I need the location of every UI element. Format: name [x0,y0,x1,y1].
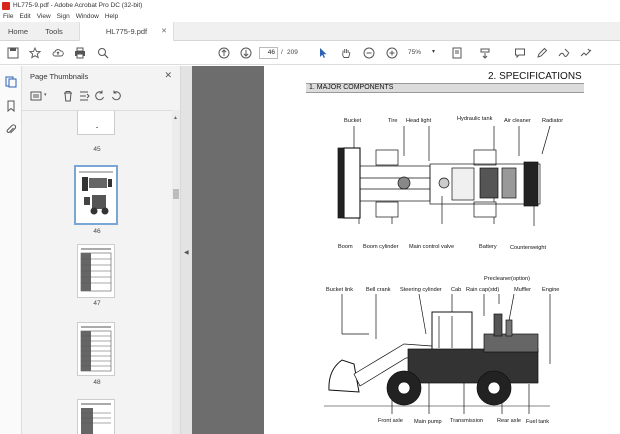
page-thumbnail[interactable] [77,322,115,376]
next-page-icon[interactable] [239,46,253,60]
print-icon[interactable] [73,46,87,60]
label-rain-cap: Rain cap(std) [466,287,500,293]
highlight-pen-icon[interactable] [535,46,549,60]
section-title: 1. MAJOR COMPONENTS [309,84,394,91]
menu-view[interactable]: View [36,13,51,20]
label-boom: Boom [338,244,353,250]
zoom-in-icon[interactable] [385,46,399,60]
rotate-clockwise-icon[interactable] [110,90,122,102]
menu-sign[interactable]: Sign [56,13,70,20]
page-thumbnail[interactable] [77,399,115,434]
label-counterweight: Counterweight [510,245,547,251]
bookmark-icon[interactable] [5,100,17,112]
label-tire: Tire [388,118,398,124]
thumbnail-scrollbar[interactable]: ▲ [172,110,180,434]
label-radiator: Radiator [542,118,564,124]
label-front-axle: Front axle [378,418,403,424]
title-bar: HL775-9.pdf - Adobe Acrobat Pro DC (32-b… [0,0,620,11]
pdf-page: 2. SPECIFICATIONS 1. MAJOR COMPONENTS [264,66,620,434]
extract-icon[interactable] [78,90,90,102]
label-main-control-valve: Main control valve [409,244,455,250]
label-bucket-link: Bucket link [326,287,354,293]
page-total: 209 [287,49,298,56]
page-number-input[interactable]: 46 [259,47,278,59]
close-icon[interactable]: ✕ [164,70,172,80]
label-rear-axle: Rear axle [497,418,521,424]
label-steering-cylinder: Steering cylinder [400,287,442,293]
star-icon[interactable] [28,46,42,60]
label-boom-cylinder: Boom cylinder [363,244,399,250]
chevron-down-icon[interactable]: ▾ [432,49,436,55]
delete-icon[interactable] [62,90,74,102]
page-thumbnail[interactable] [77,111,115,135]
label-battery: Battery [479,244,497,250]
select-cursor-icon[interactable] [316,46,330,60]
collapse-panel-icon[interactable]: ◀ [184,250,189,256]
tab-home[interactable]: Home [7,27,28,36]
attachment-icon[interactable] [5,124,17,136]
thumbnail-label: 48 [93,379,101,386]
top-view-diagram [337,126,551,226]
toolbar: 46 / 209 75% ▾ [0,41,620,65]
thumbnail-list[interactable]: 45 46 [22,110,172,434]
tab-tools[interactable]: Tools [45,27,63,36]
thumbnail-label: 47 [93,300,101,307]
page-thumbnail-selected[interactable] [74,165,118,225]
label-main-pump: Main pump [414,419,442,425]
page-thumbnails-icon[interactable] [5,76,17,88]
zoom-level[interactable]: 75% [408,49,422,56]
page-separator: / [281,49,283,56]
draw-icon[interactable] [557,46,571,60]
options-menu-icon[interactable] [30,90,42,102]
label-head-light: Head light [406,118,432,124]
page-heading: 2. SPECIFICATIONS [488,71,582,82]
menu-help[interactable]: Help [104,13,119,20]
label-air-cleaner: Air cleaner [504,118,531,124]
window-title: HL775-9.pdf - Adobe Acrobat Pro DC (32-b… [13,2,143,9]
search-icon[interactable] [96,46,110,60]
upload-cloud-icon[interactable] [51,46,65,60]
document-viewport[interactable]: 2. SPECIFICATIONS 1. MAJOR COMPONENTS [192,66,620,434]
side-view-diagram [324,294,551,414]
close-icon[interactable]: ✕ [161,28,167,35]
acrobat-icon [2,1,10,10]
label-muffler: Muffler [514,287,531,293]
page-thumbnail[interactable] [77,244,115,298]
left-navigation-rail [0,66,22,434]
previous-page-icon[interactable] [217,46,231,60]
label-bucket: Bucket [344,118,362,124]
scrollbar-thumb[interactable] [173,189,179,199]
scroll-mode-icon[interactable] [478,46,492,60]
rotate-counterclockwise-icon[interactable] [94,90,106,102]
panel-title: Page Thumbnails [30,72,89,81]
scroll-up-icon[interactable]: ▲ [173,115,178,121]
label-engine: Engine [542,287,560,293]
chevron-down-icon[interactable]: ▾ [44,92,47,98]
panel-toolbar: ▾ [30,90,140,104]
tab-document[interactable]: HL775-9.pdf ✕ [79,22,174,41]
label-transmission: Transmission [450,418,484,424]
thumbnail-label: 46 [93,228,101,235]
page-fit-icon[interactable] [450,46,464,60]
fill-sign-icon[interactable] [579,46,593,60]
zoom-out-icon[interactable] [362,46,376,60]
label-hydraulic-tank: Hydraulic tank [457,116,493,122]
tab-bar: Home Tools HL775-9.pdf ✕ [0,22,620,41]
label-bell-crank: Bell crank [366,287,391,293]
label-cab: Cab [451,287,462,293]
menu-bar: File Edit View Sign Window Help [0,11,620,22]
page-thumbnails-panel: Page Thumbnails ✕ ▾ 45 46 [22,66,181,434]
menu-file[interactable]: File [3,13,14,20]
comment-icon[interactable] [513,46,527,60]
menu-window[interactable]: Window [75,13,99,20]
menu-edit[interactable]: Edit [19,13,31,20]
tab-document-label: HL775-9.pdf [105,27,148,36]
save-icon[interactable] [6,46,20,60]
section-header: 1. MAJOR COMPONENTS [306,83,584,93]
hand-tool-icon[interactable] [339,46,353,60]
label-fuel-tank: Fuel tank [526,419,550,425]
thumbnail-label: 45 [93,146,101,153]
panel-splitter[interactable]: ◀ [181,66,192,434]
label-precleaner: Precleaner(option) [484,276,531,282]
